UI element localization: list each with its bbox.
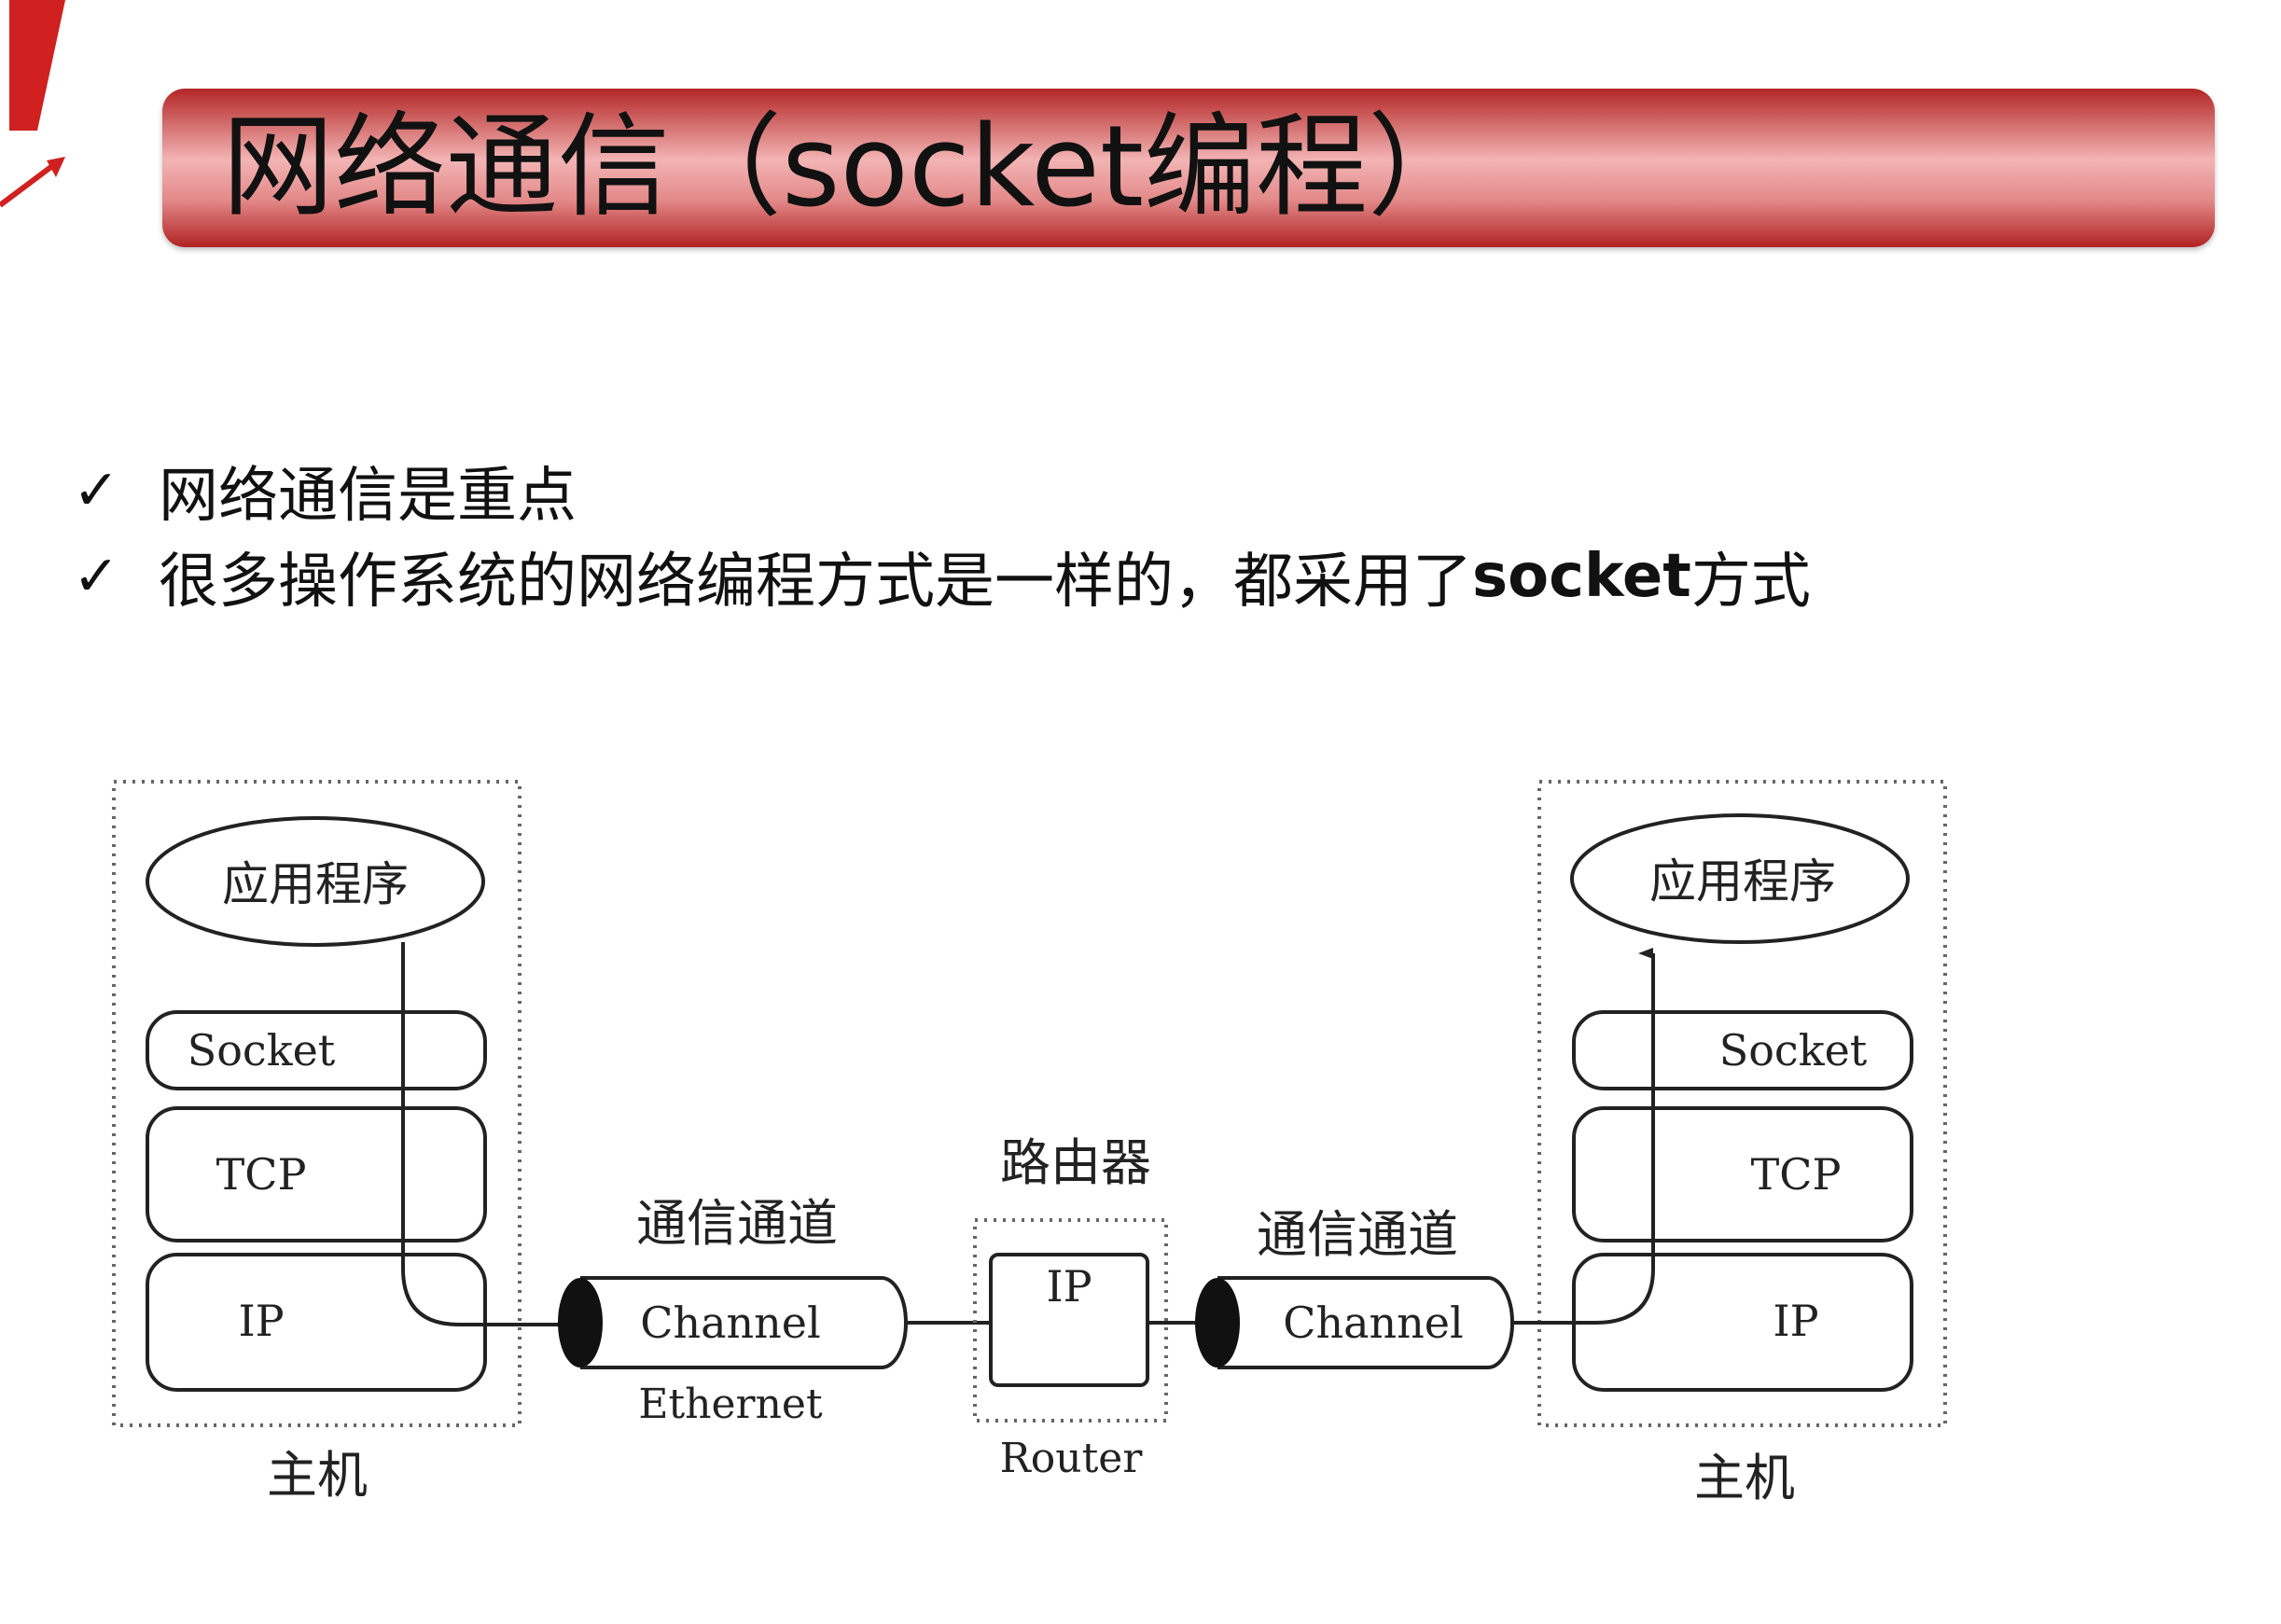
router-ip-box (989, 1253, 1149, 1387)
right-ip-box (1572, 1253, 1913, 1392)
left-channel-caption: 通信通道 (636, 1194, 838, 1253)
left-host-frame (112, 780, 522, 1427)
left-channel-label: Channel (640, 1298, 820, 1348)
bullet-text: 网络通信是重点 (159, 462, 577, 531)
right-channel-cylinder (1217, 1276, 1514, 1369)
slide-title: 网络通信（socket编程） (222, 103, 1481, 232)
left-host-label: 主机 (267, 1446, 368, 1505)
left-channel-sublabel: Ethernet (638, 1381, 823, 1428)
left-data-path (401, 942, 560, 1326)
left-tcp-box (146, 1106, 487, 1242)
right-channel-label: Channel (1283, 1298, 1463, 1348)
bullet-item: ✓ 网络通信是重点 (73, 448, 1811, 534)
right-socket-box (1572, 1010, 1913, 1090)
left-channel-cylinder (580, 1276, 908, 1369)
left-socket-label: Socket (188, 1025, 336, 1076)
router-frame (973, 1218, 1168, 1423)
title-banner: 网络通信（socket编程） (162, 89, 2215, 247)
decorative-arrow-graphic (0, 0, 65, 208)
left-channel-end (558, 1278, 603, 1367)
router-label: Router (1000, 1435, 1144, 1482)
right-ip-label: IP (1773, 1296, 1818, 1346)
bullet-text-end: 方式 (1690, 548, 1811, 617)
right-host-label: 主机 (1694, 1449, 1795, 1507)
right-data-path (1513, 948, 1655, 1325)
right-app-label: 应用程序 (1649, 854, 1836, 909)
left-socket-box (146, 1010, 487, 1090)
bullet-text: 很多操作系统的网络编程方式是一样的，都采用了 (159, 548, 1472, 617)
right-tcp-box (1572, 1106, 1913, 1242)
right-channel-caption: 通信通道 (1257, 1205, 1458, 1264)
router-ip-label: IP (1046, 1261, 1092, 1312)
left-app-ellipse (146, 816, 485, 947)
right-channel-end (1195, 1278, 1240, 1367)
bullet-keyword: socket (1472, 542, 1691, 611)
left-ip-label: IP (238, 1296, 284, 1346)
right-app-ellipse (1570, 813, 1910, 944)
left-tcp-label: TCP (216, 1149, 307, 1200)
checkmark-icon: ✓ (73, 544, 120, 609)
right-tcp-label: TCP (1751, 1149, 1842, 1200)
right-host-frame (1537, 780, 1947, 1427)
left-ip-box (146, 1253, 487, 1392)
checkmark-icon: ✓ (73, 458, 120, 523)
router-caption: 路由器 (1000, 1133, 1151, 1192)
left-app-label: 应用程序 (222, 857, 409, 911)
right-socket-label: Socket (1719, 1025, 1868, 1076)
